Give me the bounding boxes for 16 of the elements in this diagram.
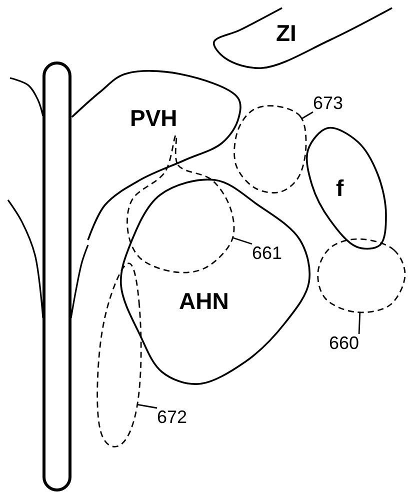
region-label: ZI [276,22,296,45]
dashed-region-outline [96,262,142,448]
region-label: f [336,177,344,200]
leader-line [137,404,158,409]
region-label: PVH [130,107,178,130]
callout-number: 660 [329,334,360,352]
callout-number: 673 [313,94,344,112]
leader-line [301,111,314,120]
dashed-region-outline [317,238,406,314]
dashed-region-outline [126,134,235,274]
leader-line [232,237,252,245]
callout-number: 672 [157,408,188,426]
callout-number: 661 [252,244,282,262]
leader-line [358,312,361,334]
dashed-region-outline [234,105,307,194]
region-label: AHN [179,290,229,313]
